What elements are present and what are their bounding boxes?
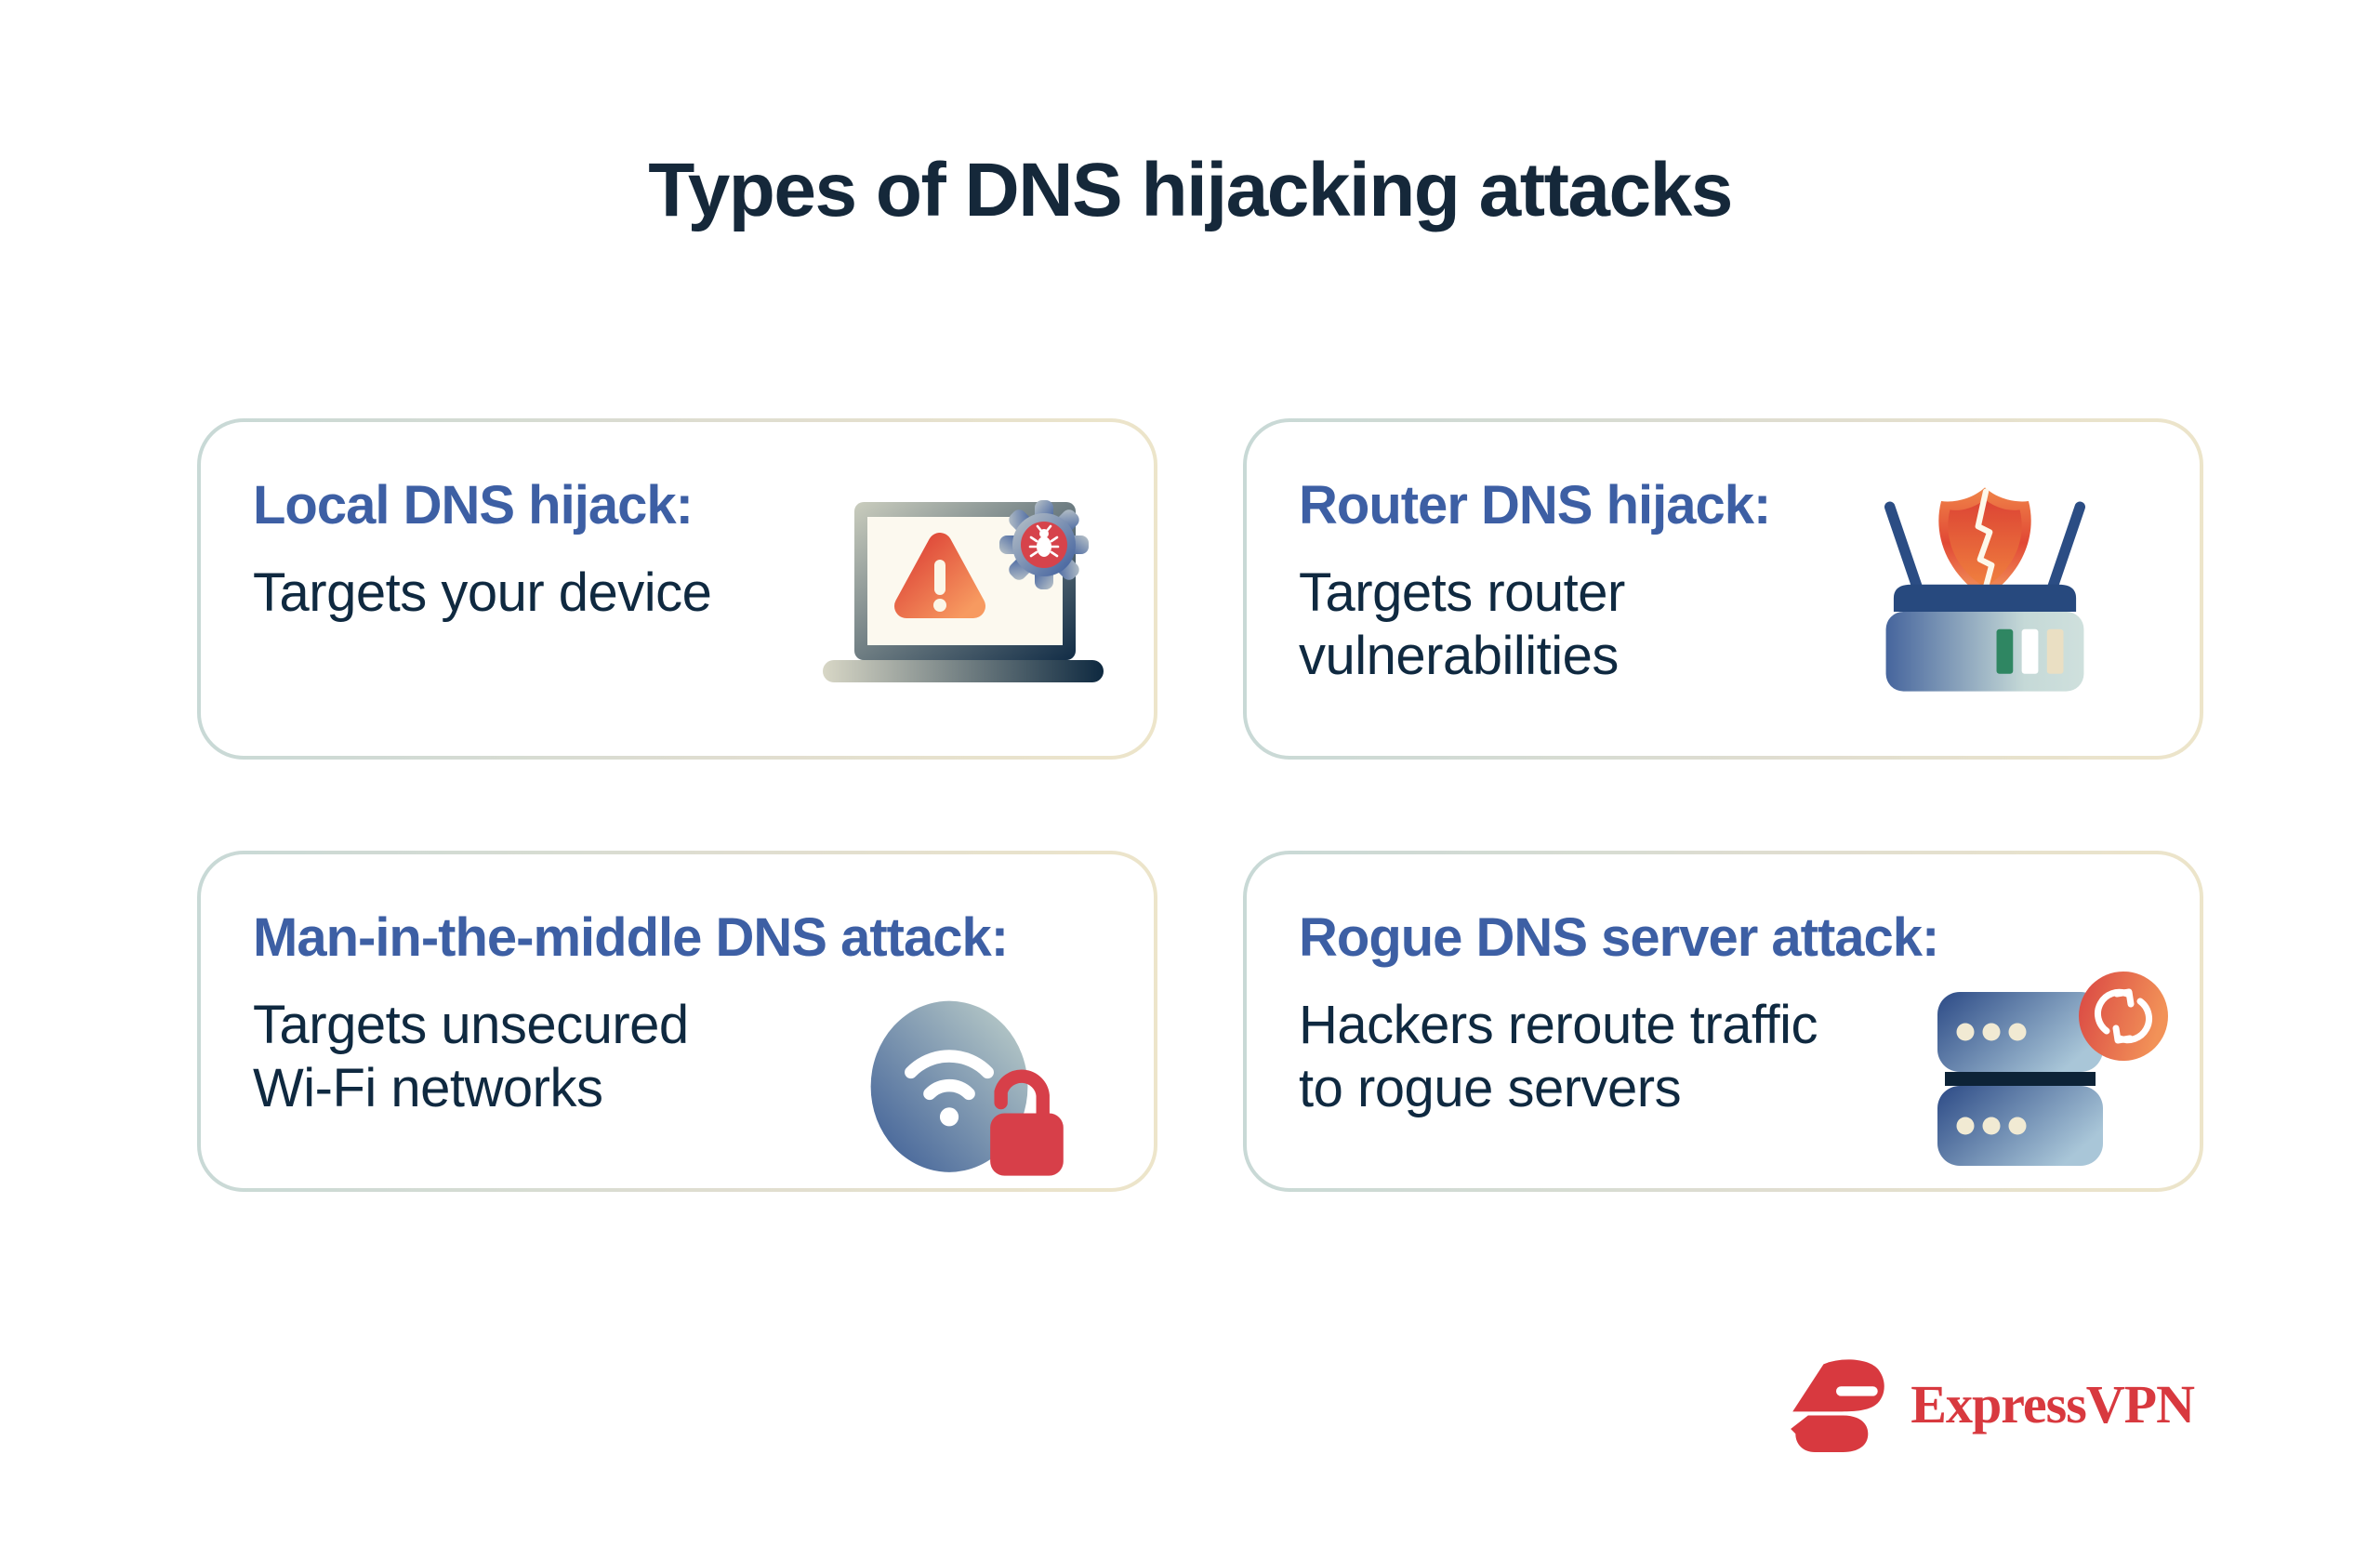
router-light-cream	[2046, 628, 2064, 674]
antenna-left	[1884, 501, 1924, 598]
card-router-body: Targets router vulnerabilities	[1299, 562, 1625, 686]
expressvpn-logo-icon	[1791, 1359, 1885, 1452]
card-rogue-heading: Rogue DNS server attack:	[1299, 907, 1939, 968]
wifi-waves	[905, 1050, 994, 1101]
brand-footer: ExpressVPN	[1788, 1355, 2195, 1452]
server-leds	[1956, 1023, 2027, 1135]
wifi-unlocked-icon	[870, 1000, 1064, 1176]
laptop-malware-icon	[823, 500, 1104, 682]
card-rogue-inner: Rogue DNS server attack: Hackers reroute…	[1247, 854, 2200, 1188]
card-router-inner: Router DNS hijack: Targets router vulner…	[1247, 422, 2200, 756]
card-mitm-heading: Man-in-the-middle DNS attack:	[253, 907, 1009, 968]
card-mitm-inner: Man-in-the-middle DNS attack: Targets un…	[201, 854, 1154, 1188]
page-title: Types of DNS hijacking attacks	[648, 148, 1733, 232]
brand-wordmark: ExpressVPN	[1911, 1373, 2195, 1434]
card-local-body: Targets your device	[253, 562, 712, 623]
card-router-dns-hijack: Router DNS hijack: Targets router vulner…	[1243, 418, 2203, 760]
rogue-server-icon	[1937, 972, 2168, 1166]
card-local-inner: Local DNS hijack: Targets your device	[201, 422, 1154, 756]
card-mitm-dns-attack: Man-in-the-middle DNS attack: Targets un…	[197, 851, 1157, 1192]
card-rogue-body: Hackers reroute traffic to rogue servers	[1299, 995, 1818, 1118]
router-light-green	[1996, 628, 2014, 674]
card-local-dns-hijack: Local DNS hijack: Targets your device	[197, 418, 1157, 760]
card-local-heading: Local DNS hijack:	[253, 475, 694, 535]
card-router-heading: Router DNS hijack:	[1299, 475, 1771, 535]
card-rogue-dns-server: Rogue DNS server attack: Hackers reroute…	[1243, 851, 2203, 1192]
bug-icon	[1028, 524, 1060, 558]
cracked-shield-icon	[1938, 487, 2031, 599]
card-mitm-body: Targets unsecured Wi-Fi networks	[253, 995, 689, 1118]
router-light-white	[2021, 628, 2039, 674]
router-breach-icon	[1884, 487, 2085, 692]
open-padlock-icon	[990, 1069, 1064, 1176]
reroute-badge-icon	[2079, 972, 2168, 1061]
antenna-right	[2045, 501, 2085, 598]
